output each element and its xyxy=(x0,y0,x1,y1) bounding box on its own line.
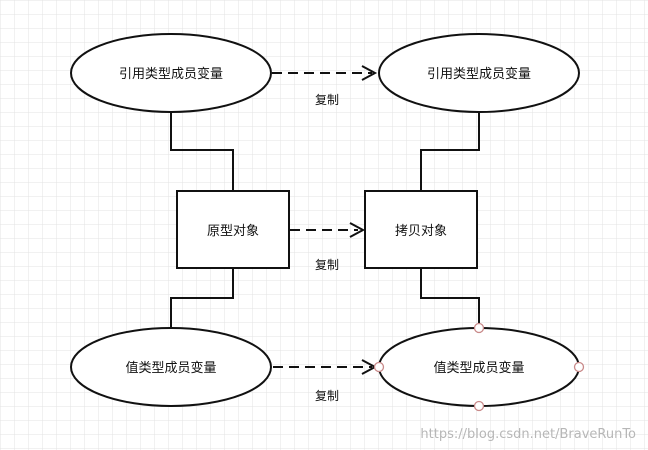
resize-handle-bottom[interactable] xyxy=(473,400,485,412)
connector-copy-to-ref xyxy=(420,112,480,191)
copy-arrow-top xyxy=(272,65,378,81)
ref-member-label-left: 引用类型成员变量 xyxy=(119,66,223,82)
value-member-label-right: 值类型成员变量 xyxy=(433,360,524,376)
connector-prototype-to-ref xyxy=(170,112,234,191)
resize-handle-top[interactable] xyxy=(473,322,485,334)
copy-label-top: 复制 xyxy=(315,93,339,107)
watermark-url: https://blog.csdn.net/BraveRunTo xyxy=(420,427,636,442)
ref-member-ellipse-left[interactable] xyxy=(70,33,272,113)
copy-label-bottom: 复制 xyxy=(315,389,339,403)
copy-object-label: 拷贝对象 xyxy=(395,224,447,239)
connector-prototype-to-value xyxy=(170,268,234,330)
connector-copy-to-value xyxy=(420,268,480,328)
ref-member-ellipse-right[interactable] xyxy=(378,33,580,113)
copy-label-middle: 复制 xyxy=(315,258,339,272)
prototype-object-box[interactable] xyxy=(176,190,290,269)
copy-object-box[interactable] xyxy=(364,190,478,269)
copy-arrow-middle xyxy=(290,222,366,238)
value-member-ellipse-left[interactable] xyxy=(70,327,272,407)
resize-handle-left[interactable] xyxy=(373,361,385,373)
prototype-object-label: 原型对象 xyxy=(207,224,259,239)
value-member-label-left: 值类型成员变量 xyxy=(125,360,216,376)
ref-member-label-right: 引用类型成员变量 xyxy=(427,66,531,82)
resize-handle-right[interactable] xyxy=(573,361,585,373)
